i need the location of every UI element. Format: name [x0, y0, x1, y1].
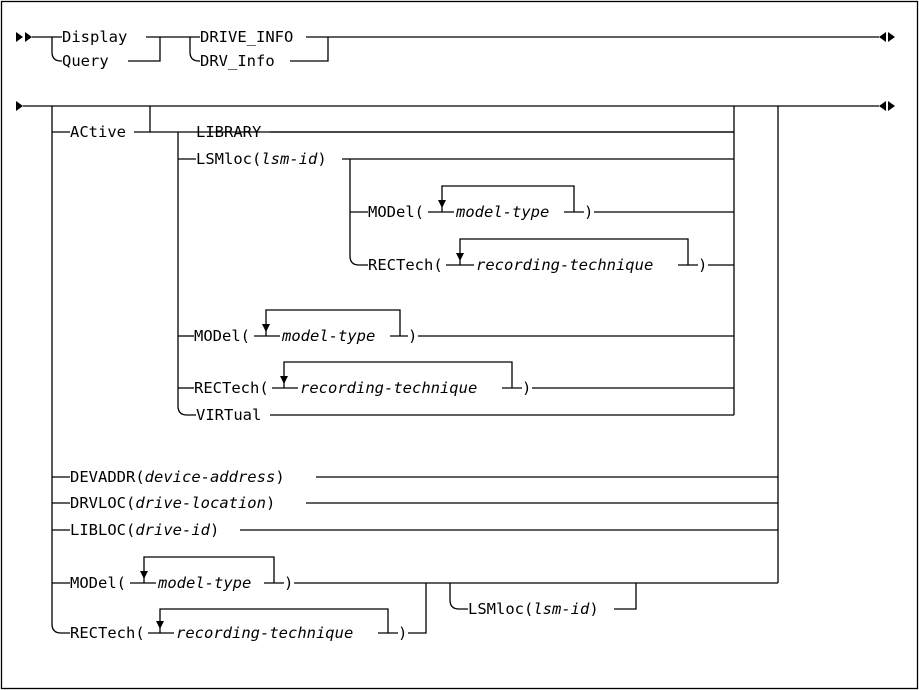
- row2-syntax: ACtive LIBRARY LSMloc(lsm-id) MODel( mod…: [16, 101, 895, 642]
- active-keyword: ACtive: [70, 123, 126, 141]
- end-arrow-icon: [879, 32, 886, 42]
- devaddr-keyword: DEVADDR(device-address): [70, 468, 285, 486]
- recording-technique-variable: recording-technique: [176, 624, 353, 642]
- repeat-arrow-icon: [280, 376, 288, 384]
- row1-line: [32, 36, 62, 62]
- lsmloc-keyword: LSMloc(lsm-id): [196, 150, 327, 168]
- close-paren: ): [398, 624, 407, 642]
- end-arrow-icon: [879, 101, 886, 111]
- row1-line: [189, 37, 200, 62]
- end-arrow-icon: [888, 101, 895, 111]
- lsmloc-group-line: [349, 159, 368, 266]
- query-keyword: Query: [62, 52, 109, 70]
- repeat-arrow-icon: [438, 200, 446, 208]
- model-type-variable: model-type: [281, 327, 375, 345]
- row2-branch-line: [408, 583, 427, 634]
- row1-line: [290, 36, 879, 62]
- virtual-keyword: VIRTual: [196, 406, 261, 424]
- model-keyword: MODel(: [368, 203, 424, 221]
- lsmloc-optional-line: [614, 583, 637, 610]
- close-paren: ): [584, 203, 593, 221]
- start-arrow-icon: [16, 32, 23, 42]
- repeat-arrow-icon: [140, 571, 148, 579]
- rectech-keyword: RECTech(: [368, 256, 443, 274]
- rectech-repeat-loop: [459, 238, 689, 265]
- close-paren: ): [522, 379, 531, 397]
- recording-technique-variable: recording-technique: [300, 379, 477, 397]
- lsmloc-optional-line: [449, 583, 468, 610]
- row1-line: [128, 36, 200, 62]
- display-keyword: Display: [62, 28, 127, 46]
- model-type-variable: model-type: [157, 574, 251, 592]
- drv-info-keyword: DRV_Info: [200, 52, 275, 70]
- close-paren: ): [284, 574, 293, 592]
- row2-branch-line: [51, 106, 70, 634]
- rectech-keyword: RECTech(: [194, 379, 269, 397]
- close-paren: ): [408, 327, 417, 345]
- active-group-line: [177, 132, 196, 416]
- close-paren: ): [698, 256, 707, 274]
- recording-technique-variable: recording-technique: [476, 256, 653, 274]
- drvloc-keyword: DRVLOC(drive-location): [70, 494, 275, 512]
- row1-syntax: Display Query DRIVE_INFO DRV_Info: [16, 28, 895, 70]
- library-keyword: LIBRARY: [196, 123, 262, 141]
- model-keyword: MODel(: [70, 574, 126, 592]
- drive-info-keyword: DRIVE_INFO: [200, 28, 293, 46]
- repeat-arrow-icon: [262, 324, 270, 332]
- lsmloc-keyword: LSMloc(lsm-id): [468, 600, 599, 618]
- model-keyword: MODel(: [194, 327, 250, 345]
- model-repeat-loop: [441, 185, 575, 212]
- start-arrow-icon: [16, 101, 23, 111]
- model-repeat-loop: [143, 556, 275, 583]
- repeat-arrow-icon: [156, 621, 164, 629]
- start-arrow-icon: [25, 32, 32, 42]
- model-type-variable: model-type: [455, 203, 549, 221]
- end-arrow-icon: [888, 32, 895, 42]
- libloc-keyword: LIBLOC(drive-id): [70, 521, 219, 539]
- repeat-arrow-icon: [456, 253, 464, 261]
- model-repeat-loop: [265, 309, 401, 336]
- row2-branch-line: [134, 106, 151, 133]
- rectech-repeat-loop: [283, 361, 513, 388]
- rectech-keyword: RECTech(: [70, 624, 145, 642]
